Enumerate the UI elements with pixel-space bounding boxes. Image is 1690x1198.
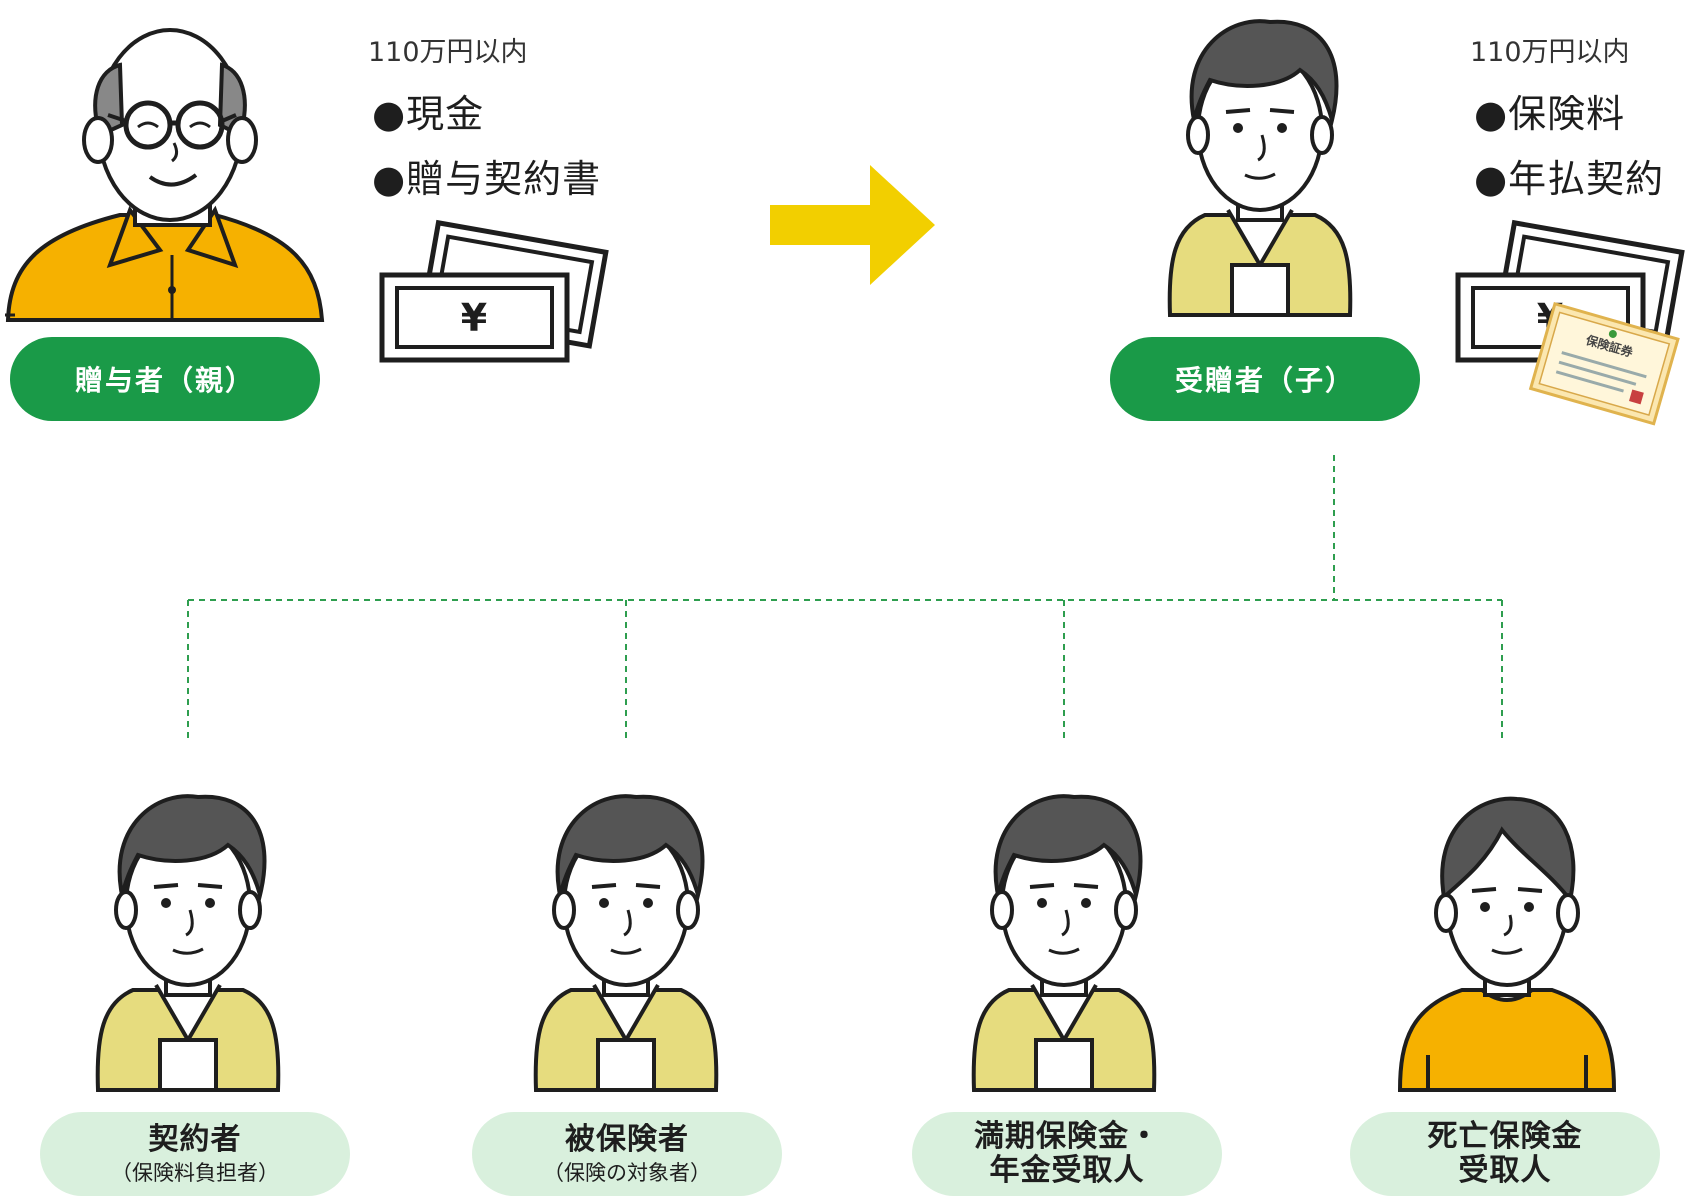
role-sub: （保険の対象者） xyxy=(543,1161,711,1186)
right-arrow-icon xyxy=(770,165,935,285)
role-main: 契約者 xyxy=(148,1121,242,1157)
role-maturity-beneficiary: 満期保険金・ 年金受取人 xyxy=(912,1112,1222,1196)
donor-item-contract: ●贈与契約書 xyxy=(372,157,602,201)
donor-amount: 110万円以内 xyxy=(368,37,528,68)
young-man-icon xyxy=(971,794,1157,1092)
role-policyholder: 契約者 （保険料負担者） xyxy=(40,1112,350,1196)
young-person-icon xyxy=(1397,796,1617,1092)
recipient-item-premium: ●保険料 xyxy=(1474,92,1626,136)
role-sub: （保険料負担者） xyxy=(111,1161,279,1186)
donor-item-cash: ●現金 xyxy=(372,92,485,136)
young-man-icon xyxy=(533,794,719,1092)
insurance-certificate-icon: 保険証券 xyxy=(1528,301,1680,426)
cash-icon: ¥ xyxy=(379,219,609,363)
elderly-man-icon xyxy=(5,28,325,322)
donor-label: 贈与者（親） xyxy=(10,337,320,421)
young-man-icon xyxy=(1167,19,1353,317)
role-main: 死亡保険金 xyxy=(1427,1118,1583,1154)
role-insured: 被保険者 （保険の対象者） xyxy=(472,1112,782,1196)
role-main-line2: 受取人 xyxy=(1458,1153,1552,1188)
role-main: 被保険者 xyxy=(565,1121,689,1157)
yen-symbol: ¥ xyxy=(461,296,487,340)
recipient-item-annual: ●年払契約 xyxy=(1474,157,1665,201)
role-main: 満期保険金・ xyxy=(974,1118,1160,1154)
young-man-icon xyxy=(95,794,281,1092)
recipient-label: 受贈者（子） xyxy=(1110,337,1420,421)
role-death-beneficiary: 死亡保険金 受取人 xyxy=(1350,1112,1660,1196)
role-main-line2: 年金受取人 xyxy=(989,1153,1145,1188)
recipient-amount: 110万円以内 xyxy=(1470,37,1630,68)
